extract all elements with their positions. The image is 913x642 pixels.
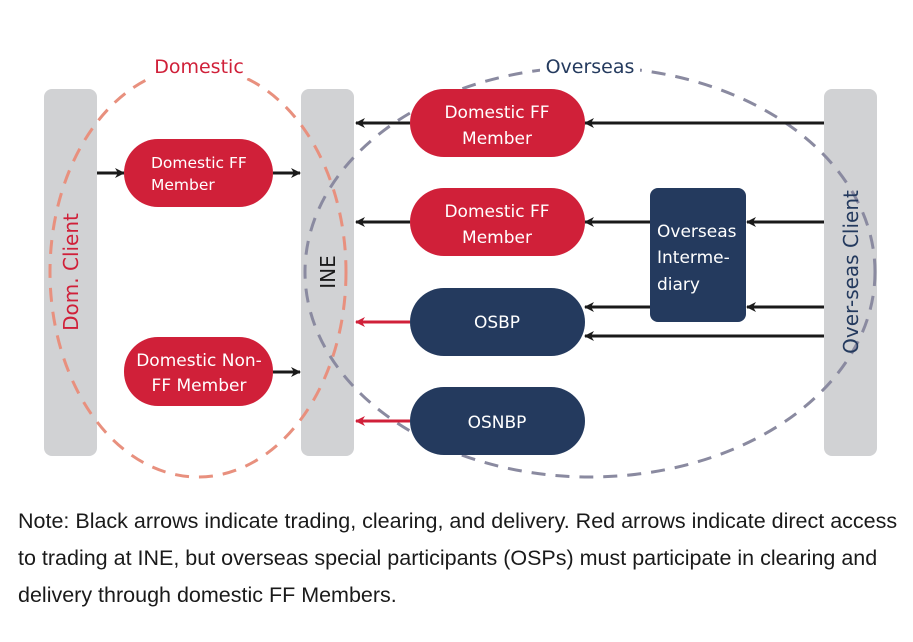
svg-text:Overseas: Overseas (657, 222, 737, 242)
svg-text:Domestic FF: Domestic FF (151, 154, 247, 172)
ine-bar (301, 89, 354, 456)
node-domestic-ff-member-mid: Domestic FF Member (410, 188, 585, 256)
overseas-region-label: Overseas (546, 56, 635, 78)
svg-text:Domestic FF: Domestic FF (444, 103, 549, 123)
domestic-region-boundary (48, 65, 348, 479)
domestic-region-label: Domestic (154, 56, 244, 78)
svg-text:Domestic FF: Domestic FF (444, 202, 549, 222)
svg-text:OSBP: OSBP (474, 313, 520, 333)
svg-text:diary: diary (657, 275, 700, 295)
svg-text:Member: Member (151, 176, 215, 194)
svg-text:FF Member: FF Member (152, 376, 247, 396)
node-domestic-ff-member-left: Domestic FF Member (124, 139, 273, 207)
dom-client-label: Dom. Client (59, 213, 83, 331)
overseas-region-boundary (303, 65, 877, 479)
svg-text:Member: Member (462, 129, 532, 149)
market-access-diagram: Domestic Overseas Dom. Client INE Over-s… (44, 56, 877, 479)
svg-text:Domestic Non-: Domestic Non- (136, 351, 262, 371)
overseas-client-label: Over-seas Client (839, 190, 863, 354)
dom-client-bar (44, 89, 97, 456)
svg-text:Interme-: Interme- (657, 248, 730, 268)
ine-label: INE (316, 255, 340, 289)
overseas-client-bar (824, 89, 877, 456)
svg-text:Member: Member (462, 228, 532, 248)
node-osbp: OSBP (410, 288, 585, 356)
node-domestic-ff-member-top: Domestic FF Member (410, 89, 585, 157)
node-osnbp: OSNBP (410, 387, 585, 455)
node-overseas-intermediary: Overseas Interme- diary (650, 188, 746, 322)
node-domestic-non-ff-member: Domestic Non- FF Member (124, 337, 273, 406)
svg-text:OSNBP: OSNBP (468, 413, 527, 433)
diagram-note: Note: Black arrows indicate trading, cle… (18, 509, 898, 607)
